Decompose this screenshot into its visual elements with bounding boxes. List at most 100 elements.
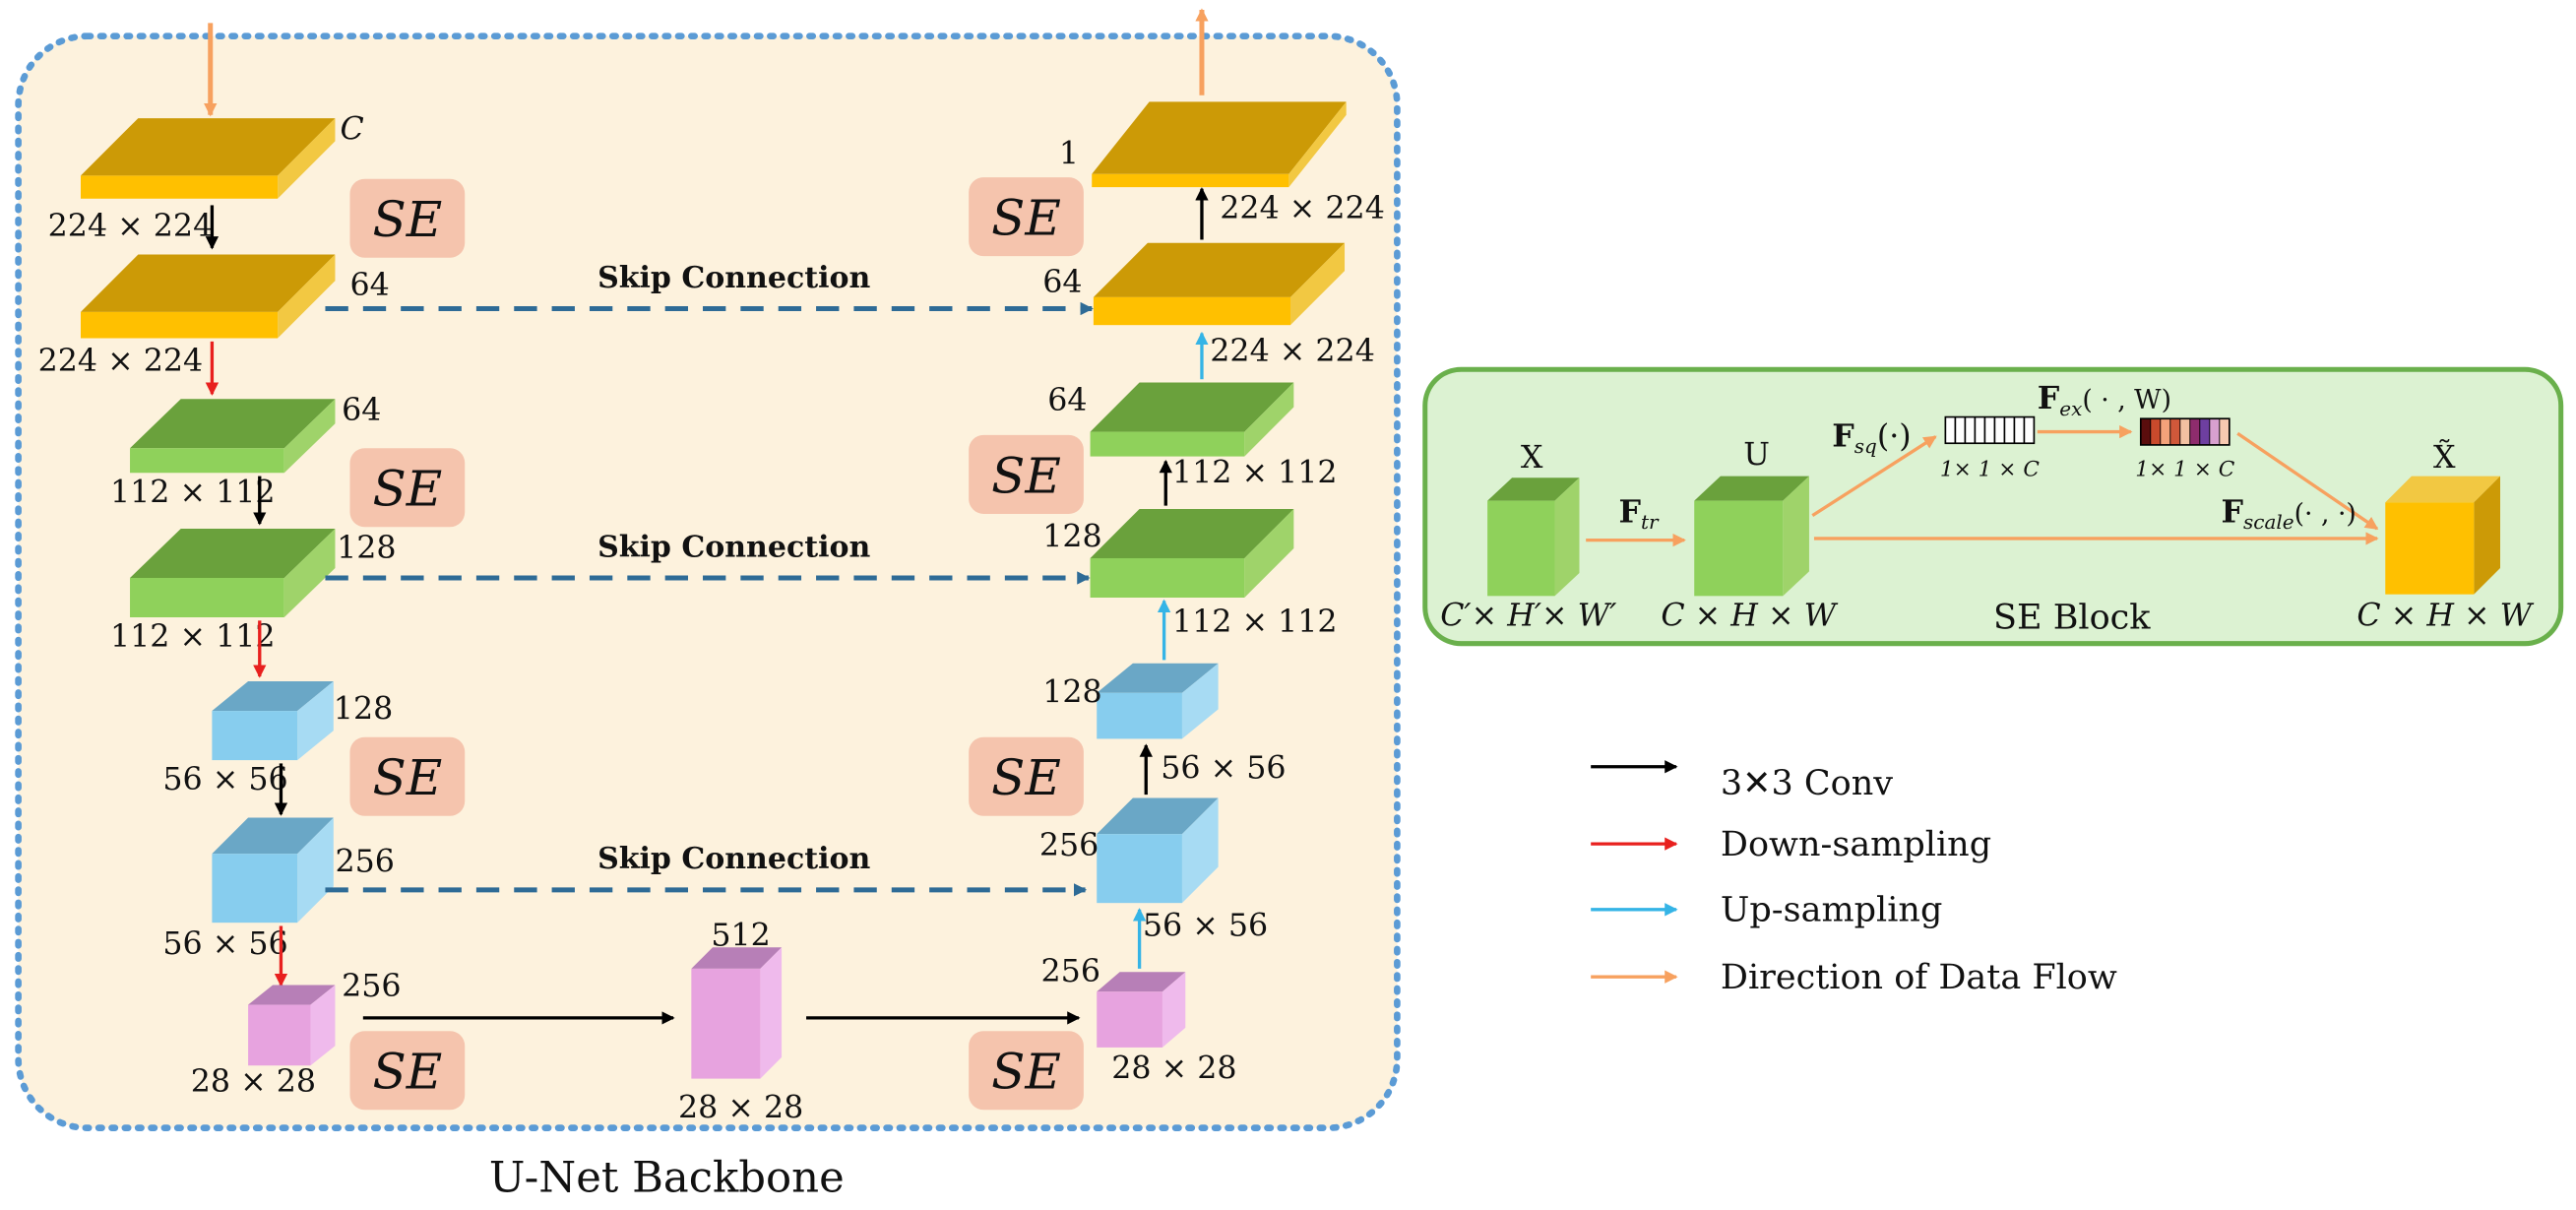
decoder-1-size: 56 × 56 [1143, 909, 1268, 944]
decoder-6-channels: 1 [1059, 137, 1079, 172]
bottleneck-size: 28 × 28 [678, 1091, 803, 1126]
encoder-4-channels: 128 [334, 691, 393, 727]
encoder-3-size: 112 × 112 [110, 619, 276, 655]
svg-text:SE: SE [991, 749, 1061, 806]
se-ftr-label: Ftr [1619, 493, 1661, 534]
svg-text:SE: SE [991, 1044, 1061, 1101]
excitation-vector-cell [2179, 417, 2191, 446]
skip-connection-3: Skip Connection [325, 842, 1088, 897]
se-badge-dec-1: SE [969, 177, 1084, 257]
excitation-vector-cell [2199, 417, 2211, 446]
svg-text:Skip Connection: Skip Connection [597, 530, 870, 564]
unet-title: U-Net Backbone [489, 1154, 845, 1203]
skip-connection-2: Skip Connection [325, 530, 1091, 585]
decoder-block-6: 1 [1059, 101, 1347, 188]
se-badge-enc-3: SE [349, 736, 466, 816]
excitation-vector-cell [2140, 417, 2152, 446]
se-u-label: U [1743, 437, 1770, 473]
skip-connection-1: Skip Connection [325, 261, 1094, 316]
se-x-dims: C′× H′× W′ [1440, 598, 1616, 633]
encoder-block-0: C 224 × 224 [48, 112, 364, 244]
se-badge-dec-4: SE [969, 1031, 1084, 1111]
encoder-3-channels: 128 [337, 531, 396, 566]
encoder-block-4: 128 56 × 56 [162, 681, 393, 797]
legend-item-down-sampling: Down-sampling [1591, 825, 1991, 864]
decoder-3-upper-size: 112 × 112 [1172, 455, 1338, 490]
excitation-vector-stripes [2140, 417, 2230, 446]
decoder-2-channels: 128 [1042, 675, 1101, 711]
encoder-6-size: 28 × 28 [191, 1064, 316, 1100]
se-scale-arrow-top [2236, 431, 2379, 531]
svg-text:Skip Connection: Skip Connection [597, 261, 870, 295]
svg-text:3✕3 Conv: 3✕3 Conv [1721, 764, 1893, 803]
se-squeeze-vector: 1× 1 × C [1940, 415, 2040, 482]
decoder-block-3: 128 [1042, 508, 1294, 598]
encoder-4-size: 56 × 56 [162, 762, 287, 797]
decoder-block-1: 256 56 × 56 [1039, 797, 1268, 944]
svg-text:Up-sampling: Up-sampling [1721, 891, 1942, 930]
svg-text:Direction of Data Flow: Direction of Data Flow [1721, 958, 2117, 997]
excitation-vector-cell [2219, 417, 2230, 446]
se-excitation-vector: 1× 1 × C [2135, 417, 2235, 482]
encoder-2-size: 112 × 112 [110, 475, 276, 510]
decoder-block-2: 128 [1042, 663, 1219, 739]
decoder-block-4: 64 [1047, 382, 1294, 457]
se-fscale-label: Fscale(· , ·) [2222, 493, 2356, 534]
se-out-dims: C × H × W [2356, 598, 2534, 633]
se-u-dims: C × H × W [1661, 598, 1838, 633]
decoder-5-channels: 64 [1042, 265, 1082, 300]
excitation-vector-cell [2150, 417, 2162, 446]
svg-text:SE: SE [372, 191, 442, 248]
legend-item-data-flow: Direction of Data Flow [1591, 958, 2117, 997]
encoder-5-size: 56 × 56 [162, 926, 287, 962]
excitation-vector-cell [2189, 417, 2201, 446]
bottleneck-block: 512 28 × 28 [678, 919, 803, 1126]
se-fsq-arrow [1811, 435, 1937, 518]
excitation-vector-cell [2169, 417, 2181, 446]
svg-text:Down-sampling: Down-sampling [1721, 825, 1991, 864]
decoder-0-channels: 256 [1041, 954, 1100, 989]
decoder-4-upper-size: 224 × 224 [1210, 334, 1375, 369]
svg-text:Skip Connection: Skip Connection [597, 842, 870, 876]
excitation-vector-cell [2160, 417, 2171, 446]
se-xtilde-label: X̃ [2433, 439, 2456, 476]
decoder-5-upper-size: 224 × 224 [1220, 191, 1385, 226]
se-badge-dec-3: SE [969, 736, 1084, 816]
decoder-2-upper-size: 112 × 112 [1172, 605, 1338, 640]
encoder-1-channels: 64 [349, 268, 389, 303]
decoder-1-upper-size: 56 × 56 [1161, 750, 1286, 786]
svg-text:SE: SE [372, 461, 442, 518]
encoder-0-size: 224 × 224 [48, 209, 214, 244]
encoder-5-channels: 256 [335, 844, 394, 879]
decoder-4-channels: 64 [1047, 383, 1087, 418]
se-u-cube: U C × H × W [1661, 437, 1838, 633]
se-badge-enc-2: SE [349, 448, 466, 528]
encoder-block-5: 256 56 × 56 [162, 817, 395, 962]
decoder-3-channels: 128 [1042, 519, 1101, 554]
legend: 3✕3 Conv Down-sampling Up-sampling Direc… [1591, 760, 2117, 997]
decoder-0-size: 28 × 28 [1111, 1051, 1236, 1087]
se-badge-dec-2: SE [969, 434, 1084, 514]
svg-text:SE: SE [372, 749, 442, 806]
se-x-cube: X C′× H′× W′ [1440, 440, 1616, 633]
svg-text:SE: SE [991, 189, 1061, 246]
squeeze-vector-stripes [1954, 416, 2026, 444]
se-sq-dims: 1× 1 × C [1940, 458, 2040, 482]
bottleneck-channels: 512 [711, 919, 770, 954]
encoder-block-1: 64 224 × 224 [38, 254, 390, 379]
decoder-block-5: 64 [1042, 242, 1346, 326]
se-ex-dims: 1× 1 × C [2135, 458, 2234, 482]
decoder-1-channels: 256 [1039, 828, 1099, 863]
legend-item-up-sampling: Up-sampling [1591, 891, 1942, 930]
se-badge-enc-4: SE [349, 1031, 466, 1111]
encoder-2-channels: 64 [342, 393, 381, 428]
se-x-label: X [1521, 440, 1543, 476]
encoder-1-size: 224 × 224 [38, 344, 204, 379]
se-badge-enc-1: SE [349, 178, 466, 258]
encoder-0-channels: C [340, 112, 363, 148]
legend-item-conv: 3✕3 Conv [1591, 760, 1893, 803]
svg-text:SE: SE [372, 1044, 442, 1101]
se-fsq-label: Fsq(·) [1832, 418, 1911, 459]
encoder-block-6: 256 28 × 28 [191, 969, 402, 1100]
